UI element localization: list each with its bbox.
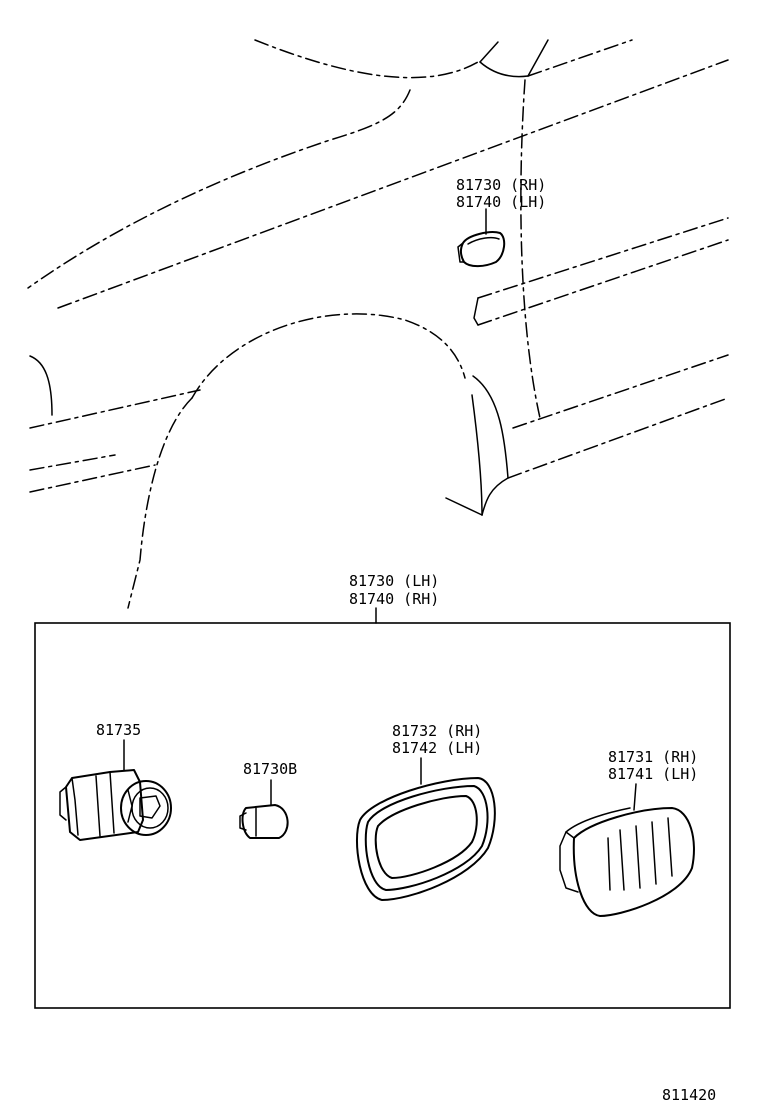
- car-lamp-callout-line2: 81740 (LH): [456, 193, 546, 211]
- side-marker-lamp-on-body: [457, 231, 506, 268]
- lens-leader-line: [633, 783, 637, 811]
- socket-callout: 81735: [96, 721, 141, 739]
- bulb-callout: 81730B: [243, 760, 297, 778]
- car-lamp-callout-line1: 81730 (RH): [456, 176, 546, 194]
- gasket-callout-line2: 81742 (LH): [392, 739, 482, 757]
- assembly-callout-line1: 81730 (LH): [349, 572, 439, 590]
- gasket-callout-line1: 81732 (RH): [392, 722, 482, 740]
- car-body-outline: [27, 39, 729, 609]
- assembly-callout-line2: 81740 (RH): [349, 590, 439, 608]
- lamp-gasket-part: [356, 777, 496, 901]
- lamp-lens-part: [559, 807, 695, 917]
- lens-callout-line2: 81741 (LH): [608, 765, 698, 783]
- exploded-view-frame: [34, 622, 731, 1009]
- lens-callout-line1: 81731 (RH): [608, 748, 698, 766]
- diagram-id-label: 811420: [662, 1086, 716, 1104]
- lamp-socket-part: [59, 769, 172, 841]
- wedge-bulb-part: [239, 804, 289, 839]
